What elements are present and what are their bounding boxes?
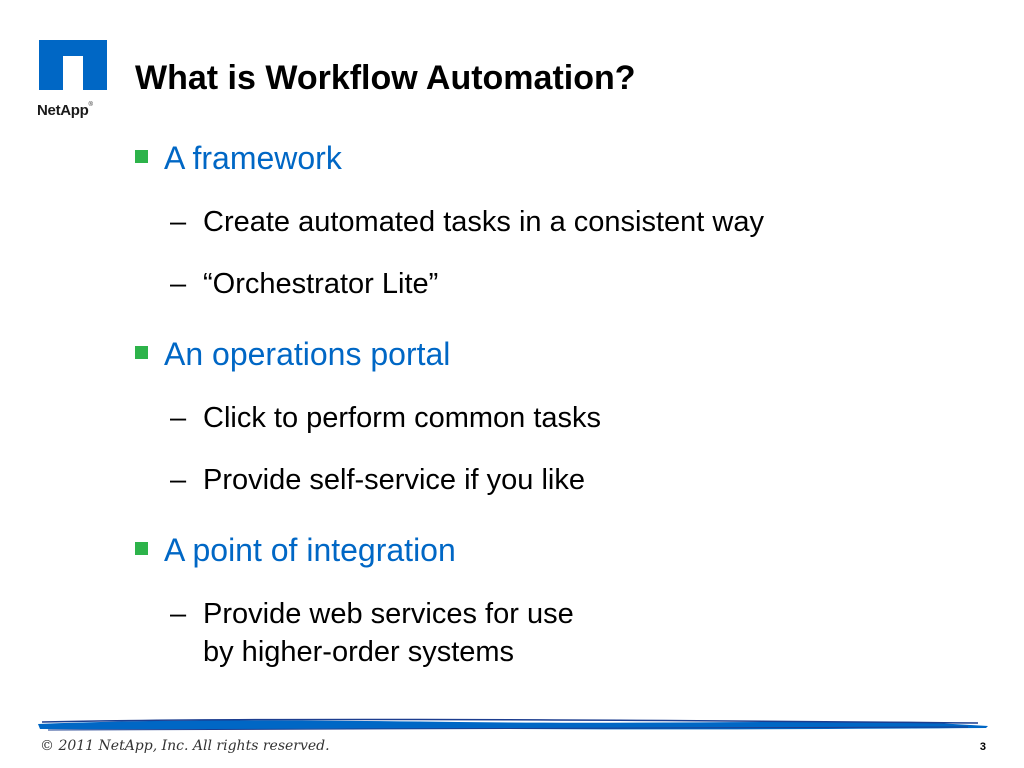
sub-item: –Click to perform common tasks [170, 400, 601, 438]
bullet-label: A framework [164, 140, 342, 176]
dash-marker: – [170, 268, 187, 300]
sub-item: –“Orchestrator Lite” [170, 266, 438, 304]
bullet-label: A point of integration [164, 532, 456, 568]
sub-item-text: Provide web services for use by higher-or… [203, 596, 574, 671]
logo-wordmark: NetApp® [37, 102, 93, 119]
sub-item-text: Provide self-service if you like [203, 464, 585, 496]
dash-marker: – [170, 464, 187, 496]
netapp-logo-icon [39, 40, 107, 90]
page-number: 3 [979, 741, 986, 753]
netapp-logo: NetApp® [37, 40, 109, 122]
sub-item-line: by higher-order systems [203, 635, 515, 668]
sub-item: –Provide self-service if you like [170, 462, 585, 500]
bullet-square-icon [135, 346, 148, 360]
bullet-item: An operations portal [135, 338, 450, 370]
footer-brush-line [38, 718, 988, 731]
bullet-square-icon [135, 542, 148, 556]
dash-marker: – [170, 402, 187, 434]
sub-item-text: Create automated tasks in a consistent w… [203, 206, 764, 238]
bullet-item: A framework [135, 142, 342, 174]
sub-item: –Provide web services for use by higher-o… [170, 596, 574, 671]
sub-item-text: Click to perform common tasks [203, 402, 602, 434]
bullet-label: An operations portal [164, 336, 451, 372]
slide-title: What is Workflow Automation? [135, 59, 636, 97]
sub-item-text: “Orchestrator Lite” [203, 268, 439, 300]
sub-item: –Create automated tasks in a consistent … [170, 204, 764, 242]
bullet-item: A point of integration [135, 534, 456, 566]
bullet-square-icon [135, 150, 148, 164]
dash-marker: – [170, 206, 187, 238]
dash-marker: – [170, 598, 187, 630]
copyright-text: © 2011 NetApp, Inc. All rights reserved. [40, 738, 330, 754]
sub-item-line: Provide web services for use [203, 598, 574, 630]
